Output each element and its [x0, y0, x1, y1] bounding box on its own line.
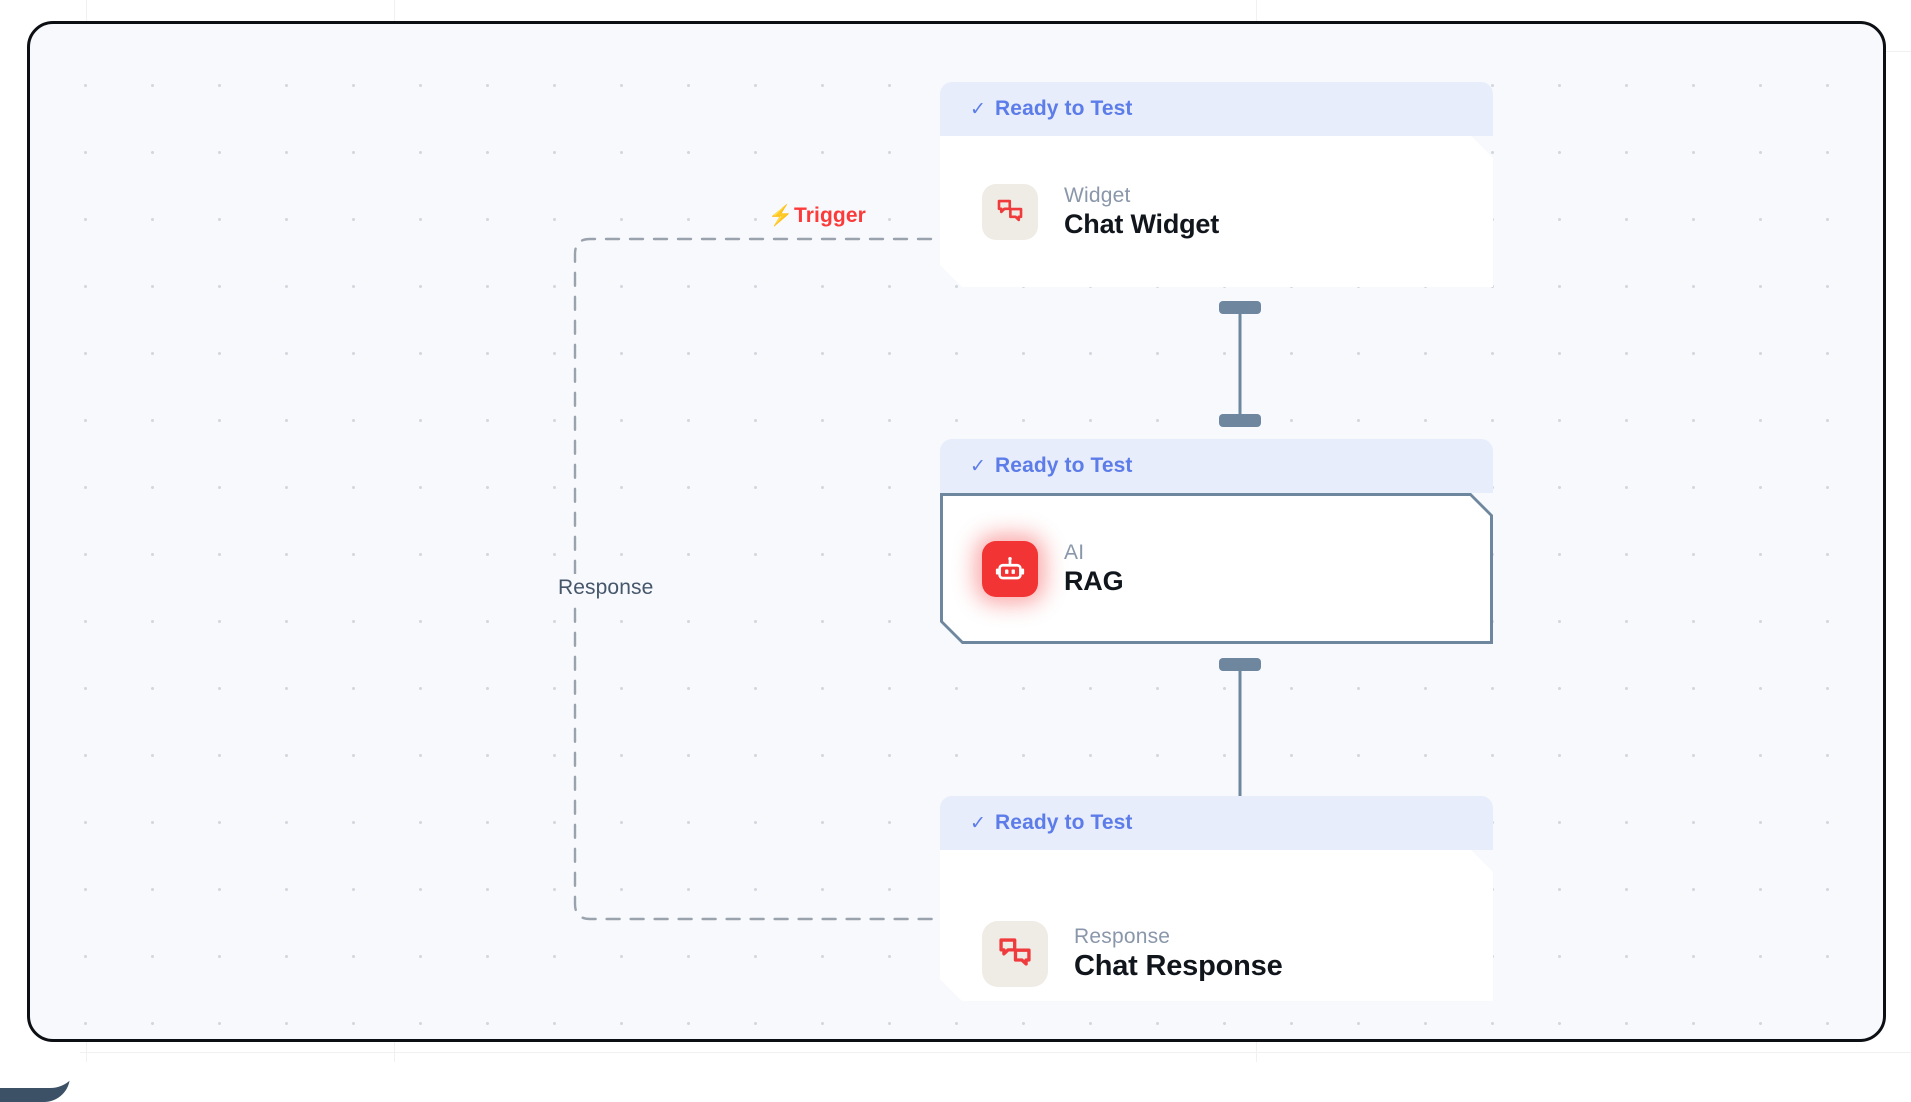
- flow-canvas[interactable]: ⚡ Trigger Response ✓ Ready to Test Widge…: [27, 21, 1886, 1042]
- chat-bubbles-icon: [982, 921, 1048, 987]
- node-status-badge: ✓ Ready to Test: [940, 439, 1493, 493]
- node-text: Widget Chat Widget: [1064, 184, 1219, 240]
- connector-rag-response[interactable]: [1219, 664, 1261, 808]
- node-status-badge: ✓ Ready to Test: [940, 82, 1493, 136]
- node-status-label: Ready to Test: [995, 97, 1132, 121]
- connector-line: [1239, 664, 1242, 808]
- node-status-label: Ready to Test: [995, 811, 1132, 835]
- node-chat-response[interactable]: ✓ Ready to Test Response Chat Response: [940, 796, 1493, 1001]
- connector-line: [1239, 307, 1242, 421]
- node-body[interactable]: AI RAG: [940, 493, 1493, 644]
- edge-label-trigger-text: Trigger: [794, 204, 866, 228]
- edge-label-trigger: ⚡ Trigger: [768, 204, 866, 228]
- check-icon: ✓: [970, 812, 986, 835]
- lightning-bolt-icon: ⚡: [768, 206, 793, 226]
- node-body[interactable]: Response Chat Response: [940, 850, 1493, 1001]
- node-body[interactable]: Widget Chat Widget: [940, 136, 1493, 287]
- check-icon: ✓: [970, 455, 986, 478]
- check-icon: ✓: [970, 98, 986, 121]
- bg-hline: [0, 1052, 1911, 1053]
- node-title: Chat Response: [1074, 950, 1283, 983]
- node-title: Chat Widget: [1064, 209, 1219, 240]
- node-kind: Widget: [1064, 184, 1219, 208]
- connector-handle-bottom[interactable]: [1219, 414, 1261, 427]
- connector-widget-rag[interactable]: [1219, 307, 1261, 421]
- node-kind: AI: [1064, 541, 1123, 565]
- robot-icon: [982, 541, 1038, 597]
- edge-label-response: Response: [552, 574, 659, 602]
- node-rag[interactable]: ✓ Ready to Test AI: [940, 439, 1493, 644]
- chat-bubbles-icon: [982, 184, 1038, 240]
- node-status-badge: ✓ Ready to Test: [940, 796, 1493, 850]
- node-text: Response Chat Response: [1074, 925, 1283, 983]
- node-status-label: Ready to Test: [995, 454, 1132, 478]
- node-kind: Response: [1074, 925, 1283, 949]
- node-text: AI RAG: [1064, 541, 1123, 597]
- node-chat-widget[interactable]: ✓ Ready to Test Widget Chat Widget: [940, 82, 1493, 287]
- node-title: RAG: [1064, 566, 1123, 597]
